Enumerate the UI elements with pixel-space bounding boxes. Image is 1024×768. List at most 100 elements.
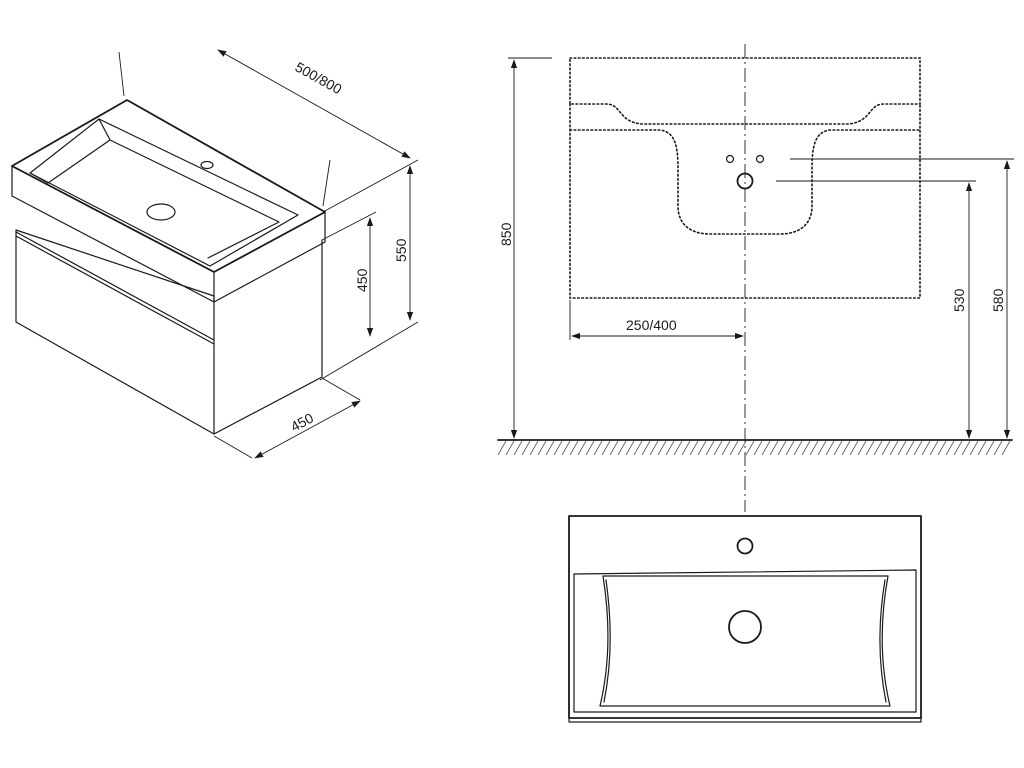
hatch-stroke <box>697 440 707 456</box>
hatch-stroke <box>985 440 995 456</box>
hatch-stroke <box>905 440 915 456</box>
dimension-label-550: 550 <box>393 238 409 262</box>
hatch-stroke <box>761 440 771 456</box>
hatch-stroke <box>705 440 715 456</box>
drawer-edge-lower <box>15 235 215 345</box>
front-elevation: 850 250/400 530 580 <box>497 44 1014 512</box>
hatch-stroke <box>945 440 955 456</box>
tap-hole <box>200 160 214 170</box>
dimension-line-450-depth <box>254 400 361 459</box>
hatch-stroke <box>833 440 843 456</box>
hatch-stroke <box>993 440 1003 456</box>
hatch-stroke <box>825 440 835 456</box>
hatch-stroke <box>513 440 523 456</box>
drawer-edge <box>15 231 215 341</box>
hatch-stroke <box>753 440 763 456</box>
hatch-stroke <box>593 440 603 456</box>
basin-bowl-rim <box>29 118 299 267</box>
hatch-stroke <box>873 440 883 456</box>
hatch-stroke <box>529 440 539 456</box>
hatch-stroke <box>785 440 795 456</box>
drain-outlet <box>736 172 754 190</box>
floor-hatching <box>497 440 1011 456</box>
top-view <box>568 515 922 723</box>
dimension-label-530: 530 <box>951 288 967 312</box>
hatch-stroke <box>969 440 979 456</box>
hatch-stroke <box>897 440 907 456</box>
basin-side-face <box>213 211 326 303</box>
hatch-stroke <box>633 440 643 456</box>
hatch-stroke <box>569 440 579 456</box>
hatch-stroke <box>889 440 899 456</box>
hatch-stroke <box>673 440 683 456</box>
hatch-stroke <box>689 440 699 456</box>
hatch-stroke <box>769 440 779 456</box>
bowl-profile-hidden <box>569 129 921 235</box>
hatch-stroke <box>849 440 859 456</box>
hatch-stroke <box>497 440 507 456</box>
hatch-stroke <box>681 440 691 456</box>
hatch-stroke <box>545 440 555 456</box>
hatch-stroke <box>649 440 659 456</box>
basin-top-outline-plan <box>568 515 922 719</box>
hatch-stroke <box>929 440 939 456</box>
hatch-stroke <box>721 440 731 456</box>
hatch-stroke <box>857 440 867 456</box>
tap-hole-plan <box>736 537 754 555</box>
cabinet-outline-hidden <box>569 103 921 299</box>
hatch-stroke <box>625 440 635 456</box>
basin-top-outline <box>11 99 326 273</box>
dimension-label-850: 850 <box>498 222 514 246</box>
drain-plan <box>728 610 762 644</box>
tap-hole-right <box>755 154 765 164</box>
hatch-stroke <box>977 440 987 456</box>
hatch-stroke <box>817 440 827 456</box>
hatch-stroke <box>713 440 723 456</box>
dimension-line-length <box>217 49 411 159</box>
hatch-stroke <box>841 440 851 456</box>
dimension-label-length: 500/800 <box>293 59 345 98</box>
hatch-stroke <box>561 440 571 456</box>
basin-front-edge <box>568 717 922 723</box>
dimension-label-half-width: 250/400 <box>626 317 677 333</box>
basin-front-face <box>11 165 215 303</box>
hatch-stroke <box>617 440 627 456</box>
dimension-label-450-height: 450 <box>354 268 370 292</box>
cabinet-front-face <box>15 229 215 435</box>
hatch-stroke <box>641 440 651 456</box>
hatch-stroke <box>865 440 875 456</box>
hatch-stroke <box>505 440 515 456</box>
hatch-stroke <box>553 440 563 456</box>
hatch-stroke <box>937 440 947 456</box>
dimension-label-580: 580 <box>990 288 1006 312</box>
hatch-stroke <box>745 440 755 456</box>
hatch-stroke <box>913 440 923 456</box>
hatch-stroke <box>793 440 803 456</box>
basin-bowl-inner-plan <box>603 579 887 703</box>
basin-rim-plan <box>573 569 917 713</box>
hatch-stroke <box>585 440 595 456</box>
hatch-stroke <box>665 440 675 456</box>
hatch-stroke <box>609 440 619 456</box>
basin-outline-hidden <box>569 57 921 125</box>
hatch-stroke <box>521 440 531 456</box>
hatch-stroke <box>801 440 811 456</box>
hatch-stroke <box>921 440 931 456</box>
basin-bowl-corner <box>29 118 111 184</box>
hatch-stroke <box>961 440 971 456</box>
hatch-stroke <box>777 440 787 456</box>
isometric-view: 500/800 550 450 450 <box>11 49 419 459</box>
hatch-stroke <box>537 440 547 456</box>
hatch-stroke <box>953 440 963 456</box>
hatch-stroke <box>1001 440 1011 456</box>
basin-bowl-plan <box>599 575 891 707</box>
hatch-stroke <box>601 440 611 456</box>
cabinet-side-face <box>213 239 323 435</box>
hatch-stroke <box>809 440 819 456</box>
hatch-stroke <box>577 440 587 456</box>
hatch-stroke <box>881 440 891 456</box>
dimension-label-450-depth: 450 <box>288 409 316 434</box>
basin-drain-hole <box>146 203 176 221</box>
hatch-stroke <box>657 440 667 456</box>
